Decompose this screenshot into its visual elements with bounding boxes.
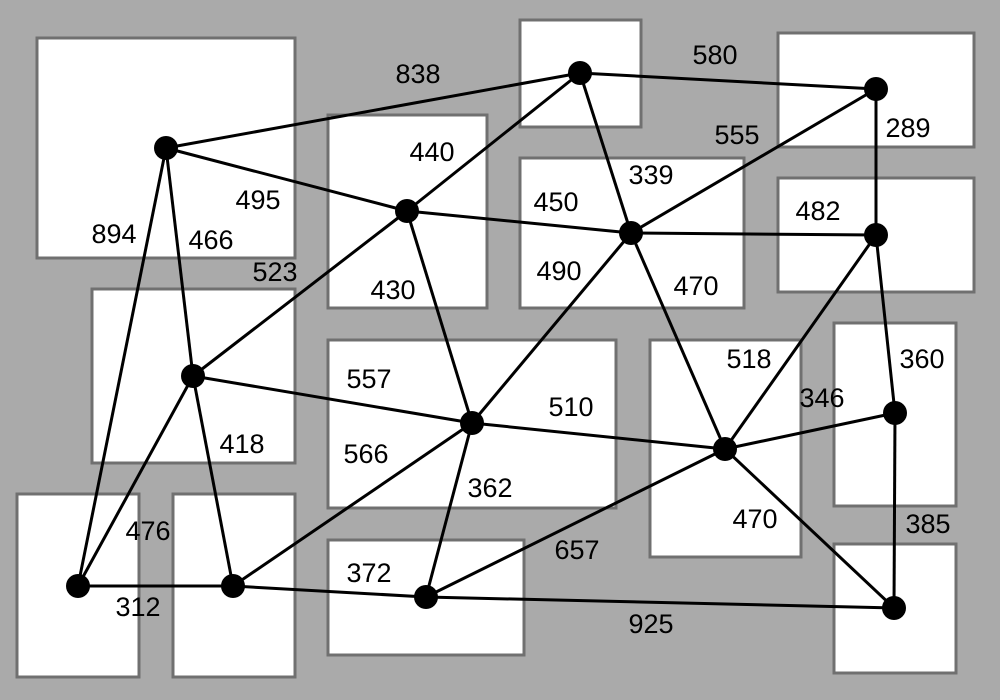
edge-weight-label: 385 bbox=[905, 509, 950, 539]
edge-weight-label: 894 bbox=[91, 219, 136, 249]
node-n bbox=[414, 585, 438, 609]
edge-k-m bbox=[892, 412, 897, 609]
edges bbox=[76, 71, 897, 610]
background-panels bbox=[15, 18, 976, 679]
edge-weight-label: 346 bbox=[799, 383, 844, 413]
node-g bbox=[864, 223, 888, 247]
node-j bbox=[713, 437, 737, 461]
node-c bbox=[864, 77, 888, 101]
edge-f-j bbox=[629, 232, 727, 450]
edge-weight-label: 495 bbox=[235, 185, 280, 215]
edge-j-k bbox=[724, 411, 896, 451]
edge-weight-labels: 838 580 289 495 894 466 440 339 555 450 482 523 430 4… bbox=[91, 40, 950, 639]
edge-weight-label: 466 bbox=[188, 225, 233, 255]
node-b bbox=[568, 61, 592, 85]
nodes bbox=[66, 61, 907, 620]
edge-weight-label: 925 bbox=[628, 609, 673, 639]
edge-weight-label: 418 bbox=[219, 429, 264, 459]
edge-e-h bbox=[192, 209, 408, 378]
node-e bbox=[395, 199, 419, 223]
edge-weight-label: 580 bbox=[692, 40, 737, 70]
edge-weight-label: 657 bbox=[554, 535, 599, 565]
node-o bbox=[66, 574, 90, 598]
edge-weight-label: 566 bbox=[343, 439, 388, 469]
node-a bbox=[154, 136, 178, 160]
edge-weight-label: 523 bbox=[252, 257, 297, 287]
edge-h-o bbox=[76, 375, 195, 587]
node-i bbox=[460, 411, 484, 435]
edge-c-f bbox=[630, 87, 877, 235]
edge-i-n bbox=[424, 422, 474, 598]
edge-weight-label: 557 bbox=[346, 364, 391, 394]
edge-weight-label: 838 bbox=[395, 59, 440, 89]
edge-weight-label: 372 bbox=[346, 558, 391, 588]
edge-b-f bbox=[578, 72, 633, 234]
edge-weight-label: 470 bbox=[673, 271, 718, 301]
edge-weight-label: 430 bbox=[370, 275, 415, 305]
edge-weight-label: 518 bbox=[726, 344, 771, 374]
edge-f-i bbox=[470, 232, 633, 424]
edge-a-h bbox=[164, 147, 195, 377]
edge-weight-label: 482 bbox=[795, 196, 840, 226]
edge-g-k bbox=[874, 234, 897, 414]
edge-h-p bbox=[191, 375, 235, 587]
edge-weight-label: 362 bbox=[467, 473, 512, 503]
node-k bbox=[883, 401, 907, 425]
edge-weight-label: 555 bbox=[714, 120, 759, 150]
edge-weight-label: 476 bbox=[125, 516, 170, 546]
edge-weight-label: 450 bbox=[533, 187, 578, 217]
edge-e-i bbox=[405, 210, 474, 424]
edge-n-m bbox=[425, 595, 895, 610]
edge-i-j bbox=[471, 421, 726, 451]
edge-weight-label: 339 bbox=[628, 160, 673, 190]
edge-g-j bbox=[723, 234, 878, 450]
panel bbox=[326, 338, 618, 510]
edge-a-e bbox=[165, 146, 408, 213]
edge-weight-label: 289 bbox=[885, 113, 930, 143]
edge-weight-label: 360 bbox=[899, 344, 944, 374]
edge-weight-label: 312 bbox=[115, 592, 160, 622]
node-p bbox=[221, 574, 245, 598]
edge-j-n bbox=[425, 447, 726, 599]
edge-b-c bbox=[579, 71, 877, 91]
edge-e-f bbox=[406, 209, 632, 235]
edge-a-o bbox=[76, 147, 168, 587]
edge-j-m bbox=[723, 447, 896, 610]
edge-weight-label: 510 bbox=[548, 392, 593, 422]
node-h bbox=[181, 364, 205, 388]
edge-b-e bbox=[406, 71, 581, 213]
edge-p-n bbox=[232, 584, 427, 599]
node-m bbox=[882, 596, 906, 620]
edge-h-i bbox=[192, 374, 473, 425]
edge-i-p bbox=[232, 421, 473, 588]
edge-weight-label: 470 bbox=[732, 504, 777, 534]
edge-weight-label: 440 bbox=[409, 137, 454, 167]
edge-a-b bbox=[165, 71, 581, 150]
edge-f-g bbox=[630, 231, 877, 237]
edge-weight-label: 490 bbox=[536, 256, 581, 286]
node-f bbox=[619, 221, 643, 245]
